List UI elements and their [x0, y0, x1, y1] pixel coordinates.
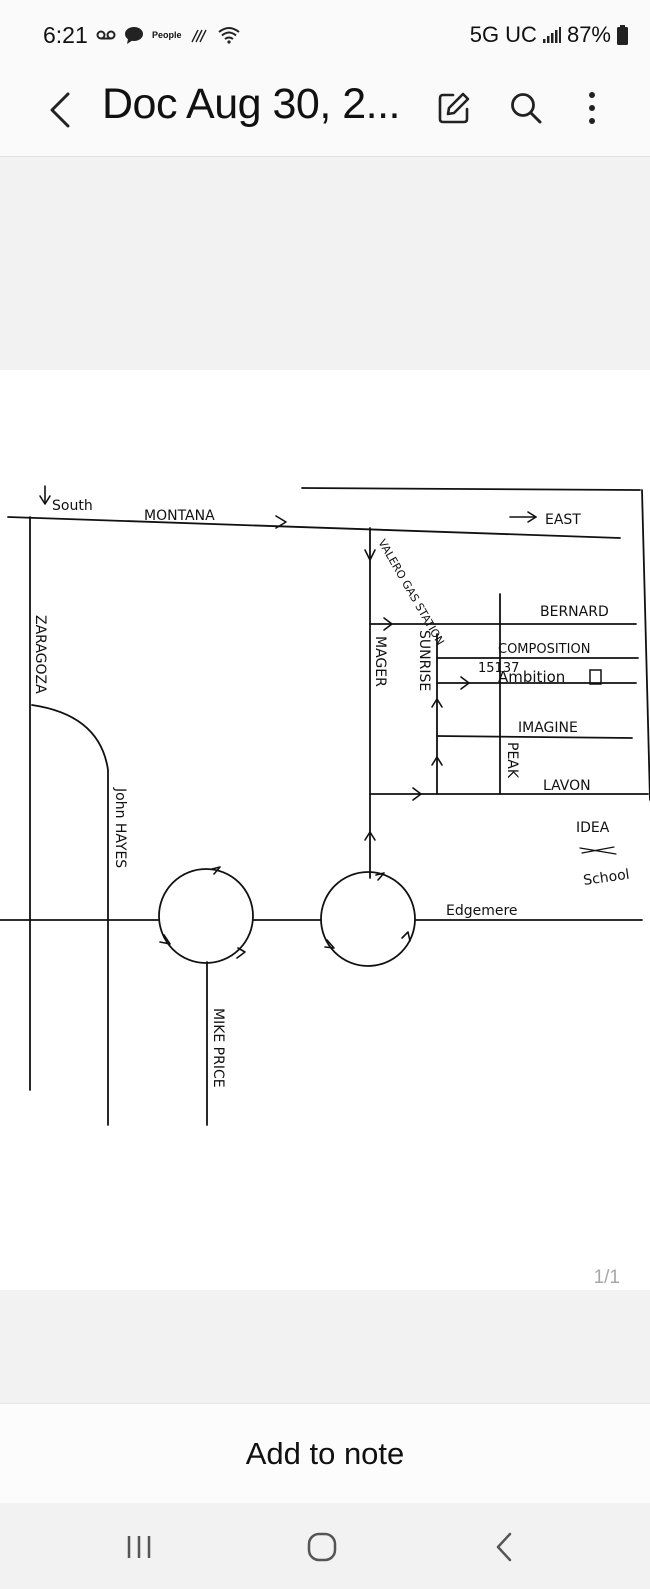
- map-label-john-hayes: John HAYES: [112, 787, 128, 868]
- nav-back-button[interactable]: [482, 1525, 526, 1569]
- chat-bubble-icon: [125, 27, 143, 44]
- map-label-peak: PEAK: [504, 742, 520, 779]
- map-label-south: South: [52, 498, 93, 514]
- map-label-ambition: Ambition: [498, 668, 565, 686]
- map-label-idea: IDEA: [576, 820, 610, 836]
- map-label-composition: COMPOSITION: [498, 642, 590, 657]
- map-label-east: EAST: [545, 512, 581, 528]
- edit-button[interactable]: [434, 88, 474, 128]
- hand-drawn-map: South MONTANA EAST ZARAGOZA John HAYES M…: [0, 485, 650, 1126]
- wifi-calling-icon: [190, 29, 207, 43]
- search-icon: [511, 93, 542, 124]
- people-app-icon: People: [152, 30, 182, 40]
- voicemail-icon: [96, 30, 116, 40]
- map-label-edgemere: Edgemere: [446, 903, 518, 919]
- home-icon: [307, 1532, 337, 1562]
- map-label-bernard: BERNARD: [540, 604, 609, 620]
- edit-icon: [438, 92, 470, 124]
- more-vertical-icon: [589, 92, 595, 124]
- chevron-left-icon: [496, 1532, 512, 1562]
- map-label-sunrise: SUNRISE: [416, 630, 432, 691]
- recents-button[interactable]: [117, 1525, 161, 1569]
- map-label-school: School: [582, 867, 630, 889]
- document-title: Doc Aug 30, 2...: [102, 80, 400, 128]
- battery-icon: [617, 25, 628, 45]
- status-bar: 6:21 People 5G UC 87%: [0, 0, 650, 68]
- app-bar: Doc Aug 30, 2...: [0, 68, 650, 157]
- status-time: 6:21: [43, 22, 88, 48]
- document-page[interactable]: South MONTANA EAST ZARAGOZA John HAYES M…: [0, 370, 650, 1290]
- more-options-button[interactable]: [572, 88, 612, 128]
- network-label: 5G UC: [469, 22, 537, 47]
- page-indicator: 1/1: [593, 1267, 620, 1288]
- map-label-zaragoza: ZARAGOZA: [32, 615, 48, 694]
- back-button[interactable]: [40, 86, 80, 134]
- chevron-left-icon: [50, 92, 70, 128]
- map-label-lavon: LAVON: [543, 778, 591, 794]
- add-to-note-button[interactable]: Add to note: [245, 1436, 405, 1471]
- signal-icon: [542, 27, 561, 43]
- battery-percent: 87%: [566, 22, 611, 47]
- recents-icon: [127, 1536, 151, 1558]
- notification-icons: People: [96, 24, 240, 46]
- map-label-mager: MAGER: [372, 636, 388, 687]
- map-label-montana: MONTANA: [144, 508, 215, 524]
- status-right: 5G UC 87%: [470, 22, 628, 48]
- bottom-action-bar: Add to note: [0, 1403, 650, 1504]
- map-label-valero: VALERO GAS STATION: [375, 537, 446, 648]
- map-label-mike-price: MIKE PRICE: [210, 1008, 226, 1088]
- system-nav-bar: [0, 1503, 650, 1589]
- map-label-address: 15137: [478, 661, 519, 676]
- home-button[interactable]: [300, 1525, 344, 1569]
- wifi-icon: [217, 27, 240, 44]
- search-button[interactable]: [506, 88, 546, 128]
- map-label-imagine: IMAGINE: [518, 720, 578, 736]
